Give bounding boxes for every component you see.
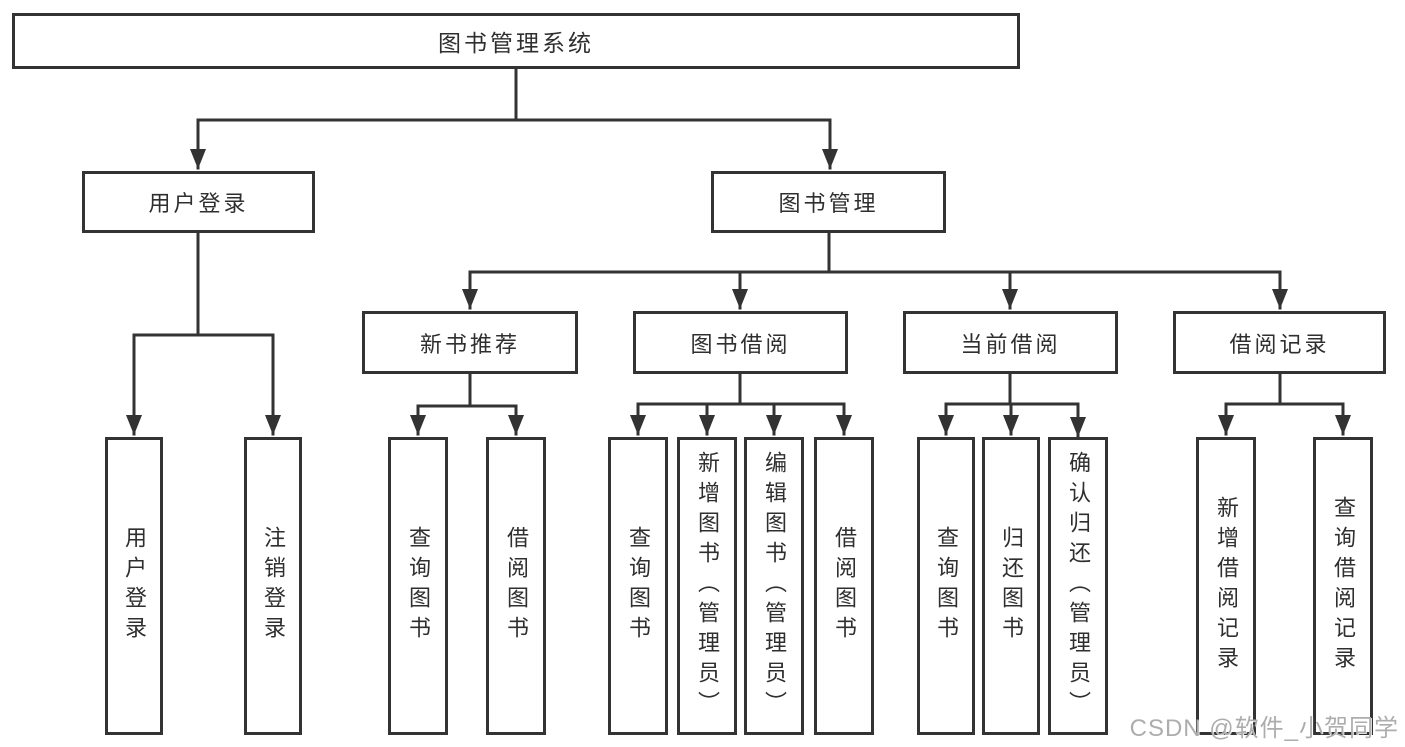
leaf-borrow-books-recommend: 借阅图书 (486, 437, 546, 735)
leaf-confirm-return-admin: 确认归还（管理员） (1048, 437, 1108, 735)
leaf-query-borrow-record: 查询借阅记录 (1313, 437, 1373, 735)
leaf-query-books-borrow: 查询图书 (608, 437, 668, 735)
root-node: 图书管理系统 (12, 13, 1020, 69)
node-current-borrow: 当前借阅 (903, 311, 1118, 374)
node-borrow-records: 借阅记录 (1173, 311, 1386, 374)
leaf-query-books-current: 查询图书 (917, 437, 975, 735)
connector-book-management-branch (468, 231, 1282, 274)
node-user-login: 用户登录 (82, 171, 315, 233)
connector-user-login-branch (132, 231, 275, 337)
csdn-watermark: CSDN @软件_小贺同学 (1129, 715, 1399, 742)
connector-borrow-records-branch (1224, 372, 1345, 406)
connector-book-borrow-branch (636, 372, 846, 406)
node-new-book-recommend: 新书推荐 (362, 311, 578, 374)
leaf-edit-book-admin: 编辑图书（管理员） (744, 437, 804, 735)
leaf-add-borrow-record: 新增借阅记录 (1196, 437, 1256, 735)
connector-root-branch (196, 67, 832, 122)
leaf-user-login: 用户登录 (105, 437, 163, 735)
leaf-borrow-books-borrow: 借阅图书 (814, 437, 874, 735)
leaf-query-books-recommend: 查询图书 (388, 437, 448, 735)
leaf-add-book-admin: 新增图书（管理员） (677, 437, 737, 735)
node-book-borrow: 图书借阅 (633, 311, 848, 374)
node-book-management: 图书管理 (711, 171, 946, 233)
connector-current-borrow-branch (944, 372, 1080, 406)
leaf-return-books: 归还图书 (982, 437, 1040, 735)
leaf-logout: 注销登录 (244, 437, 302, 735)
connector-new-book-recommend-branch (416, 372, 518, 408)
